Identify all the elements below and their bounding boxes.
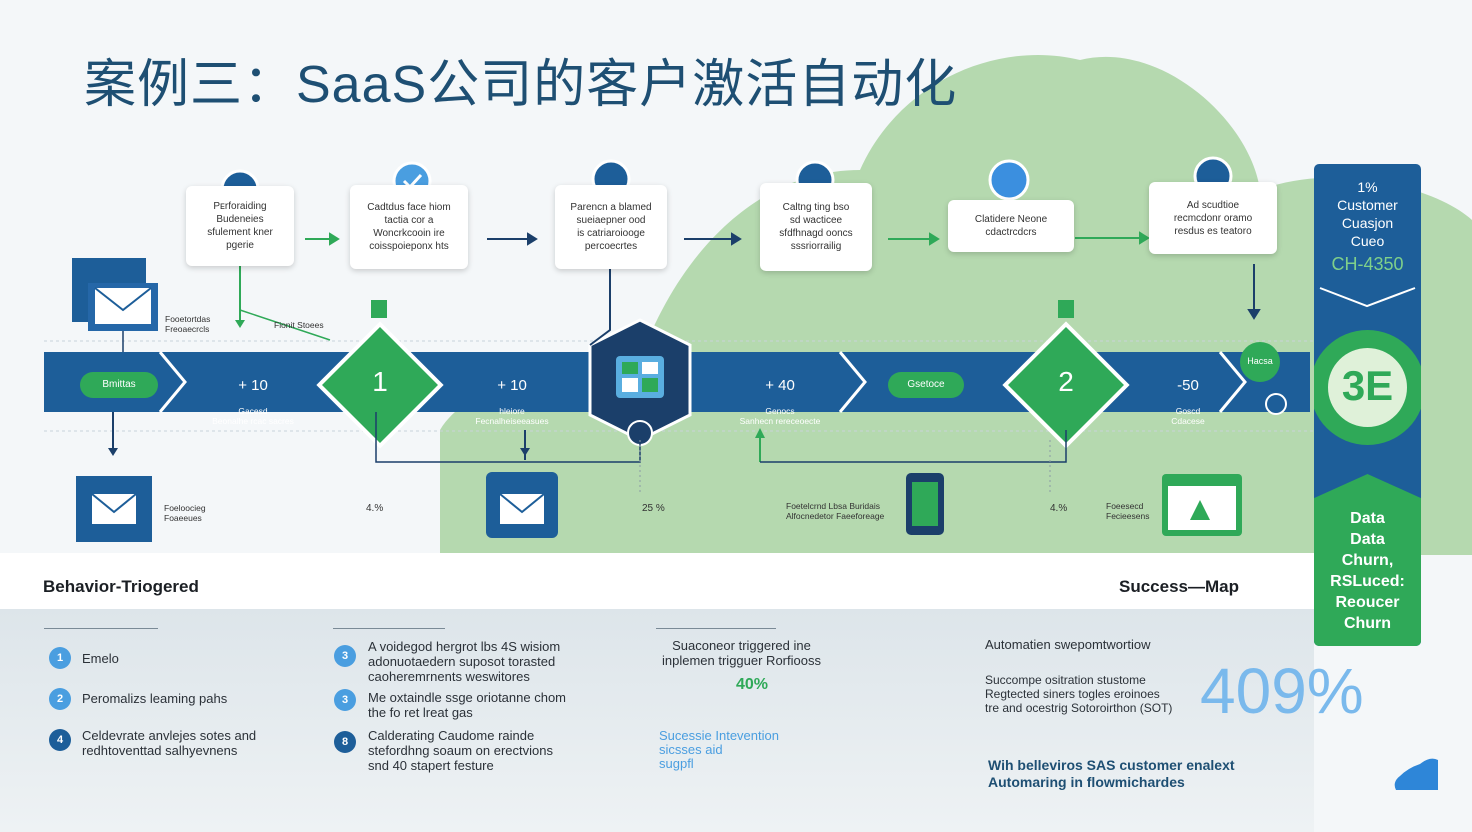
list-item-3: Celdevrate anvlejes sotes and redhtovent… [82,728,257,758]
band-segment-3-text: Genocs Sanhecn rereceoecte [739,406,821,426]
label-mid-bottom: Foetelcrnd Lbsa Buridais Alfocnedetor Fa… [786,501,885,521]
band-pill-3: Hacsa [1247,356,1273,366]
diamond-1-number: 1 [372,366,388,397]
heading-behavior-triggered: Behavior-Triogered [43,577,199,596]
list-badge-3: 4 [49,729,71,751]
lower-content-area [0,609,1314,832]
list-badge-4: 3 [334,645,356,667]
list-badge-6: 8 [334,731,356,753]
page-title: 案例三：SaaS公司的客户激活自动化 [84,56,958,114]
lower-header-band [0,553,1314,609]
band-segment-4: -50 Goscd Cdacese [1150,366,1226,438]
col4-body: Succompe ositration stustome Regtected s… [985,673,1173,715]
step-card-4: Caltng ting bso sd wacticee sfdfhnagd oo… [760,183,872,271]
band-segment-1-value: + 10 [238,377,268,394]
sidebar-bottom-text: Data Data Churn, RSLuced: Reoucer Churn [1330,510,1405,632]
list-item-5: Me oxtaindle ssge oriotanne chom the fo … [368,690,567,720]
label-left-bottom: Foeloocieg Foaeeues [164,503,206,523]
sidebar-badge-text: 3E [1341,362,1394,409]
col3-heading: Suaconeor triggered ine inplemen triggue… [662,638,821,668]
rule-col3 [656,628,776,629]
list-item-6: Calderating Caudome rainde stefordhng so… [368,728,553,773]
band-segment-2: + 10 hleiore Fecnalheiseeasues [452,366,572,438]
sidebar-top-text: 1% Customer Cuasjon Cueo [1337,179,1398,249]
label-right-bottom: Foeesecd Fecieesens [1106,501,1150,521]
rule-col2 [333,628,445,629]
band-segment-1: + 10 Gacesd Beonalhe rcac sacres [198,366,308,438]
cloud-icon [1394,758,1438,790]
band-pill-1: Bmittas [80,372,158,398]
diamond-step-1 [316,321,444,449]
summary-sidebar: 1% Customer Cuasjon Cueo CH-4350 3E Data… [1314,164,1421,646]
list-item-2: Peromalizs leaming pahs [82,691,228,706]
col4-heading: Automatien swepomtwortiow [985,637,1151,652]
list-badge-1: 1 [49,647,71,669]
list-badge-5: 3 [334,689,356,711]
pct-label-1: 4.% [366,503,384,514]
band-segment-3: + 40 Genocs Sanhecn rereceoecte [720,366,840,438]
card-icon-5 [988,159,1030,201]
band-segment-3-value: + 40 [765,377,795,394]
col3-link: Sucessie Intevention sicsses aid sugpfl [659,728,779,771]
pct-label-3: 4.% [1050,503,1068,514]
sidebar-green-panel [1314,474,1421,646]
step-card-2: Cadtdus face hiom tactia cor a Woncrkcoo… [350,185,468,269]
col3-percent: 40% [736,676,769,693]
label-left-top: Fooetortdas Freoaecrcls [165,314,211,334]
col4-big-percent: 409% [1200,655,1364,727]
band-segment-2-value: + 10 [497,377,527,394]
rule-col1 [44,628,158,629]
pct-label-2: 25 % [642,503,665,514]
diamond-step-2 [1002,321,1130,449]
step-card-5: Clatidere Neone cdactrcdcrs [948,200,1074,252]
heading-success-map: Success—Map [1119,577,1239,596]
step-card-3: Parencn a blamed sueiaepner ood is catri… [555,185,667,269]
list-item-4: A voidegod hergrot lbs 4S wisiom adonuot… [368,639,561,684]
diamond-2-number: 2 [1058,366,1074,397]
sidebar-code: CH-4350 [1331,254,1404,274]
list-item-1: Emelo [82,651,119,666]
sidebar-divider [1319,287,1416,308]
band-segment-4-text: Goscd Cdacese [1171,406,1205,426]
band-segment-1-text: Gacesd Beonalhe rcac sacres [212,406,294,426]
list-badge-2: 2 [49,688,71,710]
band-pill-2: Gsetoce [888,372,964,398]
band-segment-4-value: -50 [1177,377,1199,394]
step-card-1: Pᴇrforaiding Budeneies sfulement kner pg… [186,186,294,266]
sidebar-badge-inner [1328,348,1407,427]
col4-footer: Wih belleviros SAS customer enalext Auto… [988,757,1235,790]
label-fixed-stores: Fionit Stoees [274,320,324,330]
band-segment-2-text: hleiore Fecnalheiseeasues [475,406,549,426]
step-card-6: Ad scudtioe recmcdonr oramo resdus es te… [1149,182,1277,254]
